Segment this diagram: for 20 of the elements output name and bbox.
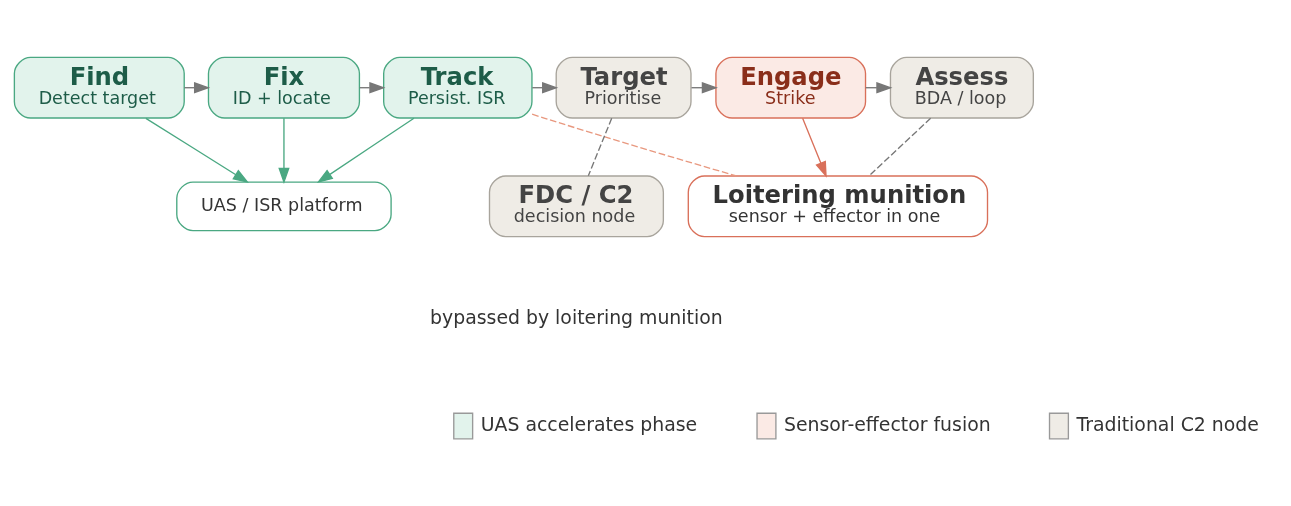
arrow (278, 117, 290, 184)
connector (531, 113, 737, 177)
legend-label: Traditional C2 node (1076, 412, 1259, 435)
connector (587, 117, 613, 176)
node-box: Loitering munition sensor + effector in one (687, 174, 989, 237)
node-box: Engage Strike (715, 56, 867, 119)
node-box: Find Detect target (13, 56, 185, 119)
node-box: FDC / C2 decision node (488, 174, 665, 237)
arrow (145, 117, 249, 183)
node-box: Target Prioritise (555, 56, 692, 119)
arrow (801, 117, 827, 178)
arrow (316, 117, 415, 183)
legend-label: UAS accelerates phase (480, 412, 698, 435)
connector (868, 117, 932, 176)
node-box: Fix ID + locate (207, 56, 361, 119)
node-box: Assess BDA / loop (889, 56, 1034, 119)
node-box: UAS / ISR platform (176, 180, 392, 231)
legend-label: Sensor-effector fusion (783, 412, 991, 435)
node-box: Track Persist. ISR (383, 56, 533, 119)
label: bypassed by loitering munition (430, 305, 723, 328)
